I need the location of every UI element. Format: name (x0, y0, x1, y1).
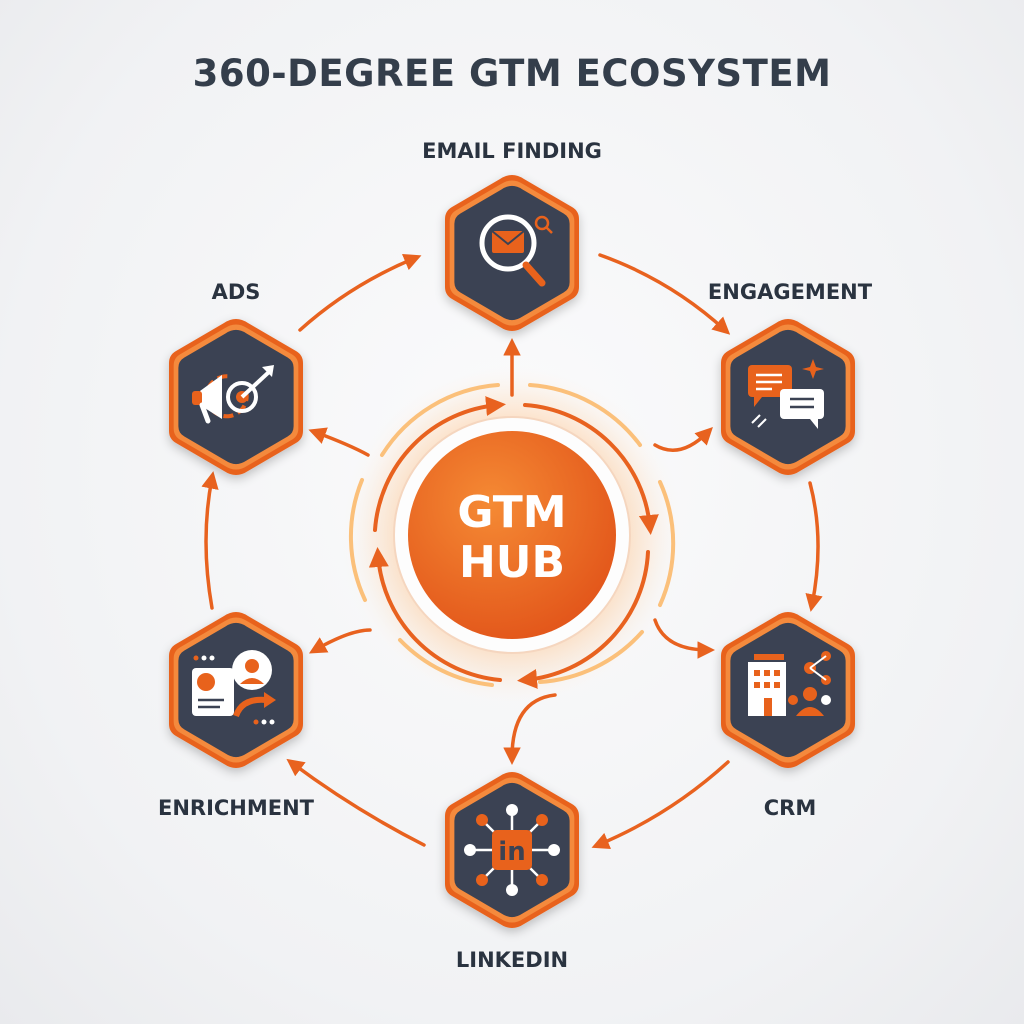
node-crm (721, 612, 855, 768)
arrow-email-to-engagement (598, 253, 731, 335)
label-email-finding: EMAIL FINDING (422, 139, 602, 163)
arrow-crm-to-linkedin (591, 760, 730, 850)
node-engagement (721, 319, 855, 475)
envelope-magnifier-icon (479, 214, 553, 287)
label-engagement: ENGAGEMENT (707, 280, 873, 304)
arrow-linkedin-to-enrichment (286, 758, 426, 847)
svg-text:in: in (498, 837, 525, 867)
hub-label: GTM HUB (412, 488, 612, 588)
hub-label-line1: GTM (457, 487, 567, 538)
diagram-title: 360-DEGREE GTM ECOSYSTEM (192, 52, 832, 95)
node-email-finding (445, 175, 579, 331)
label-crm: CRM (763, 796, 817, 820)
label-linkedin: LINKEDIN (455, 948, 569, 972)
arrow-ads-to-email (298, 253, 422, 332)
megaphone-target-icon (192, 365, 274, 424)
hub-outer-ring (348, 383, 676, 687)
hub-inner-ring (368, 396, 659, 689)
arrow-enrichment-to-ads (201, 471, 219, 610)
label-ads: ADS (211, 280, 261, 304)
linkedin-network-icon: in (464, 804, 560, 896)
hub-label-line2: HUB (458, 537, 566, 588)
hub-connectors (308, 338, 715, 765)
node-ads (169, 319, 303, 475)
chat-bubbles-icon (748, 359, 824, 429)
label-enrichment: ENRICHMENT (157, 796, 315, 820)
profile-card-enrich-icon (192, 650, 276, 725)
arrow-engagement-to-crm (805, 481, 823, 612)
building-people-network-icon (748, 651, 831, 716)
node-linkedin: in (445, 772, 579, 928)
outer-cycle-arrows (201, 253, 823, 850)
node-enrichment (169, 612, 303, 768)
hub-circle (408, 431, 616, 639)
